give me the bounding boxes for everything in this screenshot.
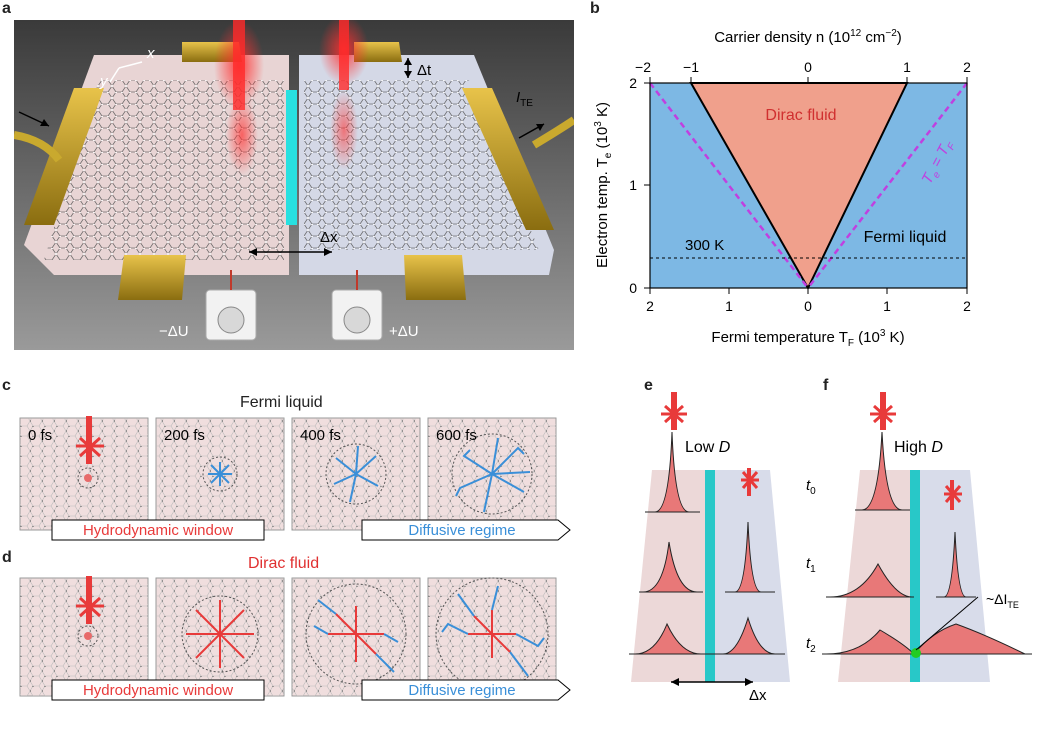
panel-label-c: c [2,377,11,394]
panel-d-snapshots: Hydrodynamic window Diffusive regime [19,576,571,701]
top-tick: 1 [903,59,911,75]
plus-u-label: +ΔU [389,323,419,340]
time-t2: t2 [806,635,816,655]
panel-c-snapshots: 0 fs 200 fs 400 fs 600 fs Hydrodynamic w… [19,416,571,541]
bottom-tick: 1 [883,298,891,314]
left-contact [24,88,104,225]
diffusive-regime-label: Diffusive regime [408,522,515,539]
top-tick: −1 [683,59,699,75]
delta-x-label-e: Δx [749,687,767,704]
axis-y-label: y [99,73,109,90]
bottom-left-contact [118,255,186,300]
hydro-window-label-d: Hydrodynamic window [83,682,233,699]
svg-text:ITE: ITE [516,89,533,109]
top-tick: 0 [804,59,812,75]
minus-u-label: −ΔU [159,323,189,340]
panel-e-low-d: Low D Δx [629,392,790,704]
panel-a-device-illustration: x y Δt Δx ITE −ΔU +ΔU [14,20,574,350]
time-label: 0 fs [28,427,52,444]
panel-label-f: f [823,377,829,394]
panel-label-b: b [590,0,600,17]
delta-t-label: Δt [417,62,432,79]
right-contact [462,88,554,230]
panel-label-a: a [2,0,11,17]
top-axis-title: Carrier density n (1012 cm−2) [714,28,902,46]
bottom-tick: 2 [963,298,971,314]
fermi-liquid-label: Fermi liquid [864,229,947,246]
y-axis-title: Electron temp. Te (103 K) [593,102,614,268]
panel-label-e: e [644,377,653,394]
delta-x-label: Δx [320,229,338,246]
current-label: I [516,89,520,106]
y-tick: 2 [629,75,637,91]
time-label: 200 fs [164,427,205,444]
low-d-label: Low D [685,439,731,456]
axis-x-label: x [146,45,155,62]
panel-label-d: d [2,549,12,566]
y-tick: 1 [629,177,637,193]
bottom-axis-title: Fermi temperature TF (103 K) [711,328,904,349]
y-tick: 0 [629,280,637,296]
diffusive-regime-label-d: Diffusive regime [408,682,515,699]
top-tick: 2 [963,59,971,75]
panel-f-high-d: High D t0 t1 t2 ~ΔITE [806,392,1032,682]
panel-c-title: Fermi liquid [240,394,323,411]
bottom-tick: 0 [804,298,812,314]
current-subscript: TE [520,98,533,109]
panel-b-phase-diagram: −2 −1 0 1 2 2 1 0 1 2 0 1 2 Carrier dens… [593,28,971,349]
dirac-fluid-label: Dirac fluid [765,107,836,124]
high-d-label: High D [894,439,943,456]
bottom-right-contact [404,255,466,300]
time-label: 600 fs [436,427,477,444]
top-tick: −2 [635,59,651,75]
hydro-window-label: Hydrodynamic window [83,522,233,539]
junction-gap [286,90,297,225]
bottom-tick: 1 [725,298,733,314]
panel-d-title: Dirac fluid [248,555,320,572]
time-t0: t0 [806,477,816,497]
time-t1: t1 [806,555,816,575]
line-300k-label: 300 K [685,237,724,254]
time-label: 400 fs [300,427,341,444]
signal-label: ~ΔITE [986,591,1019,610]
bottom-tick: 2 [646,298,654,314]
